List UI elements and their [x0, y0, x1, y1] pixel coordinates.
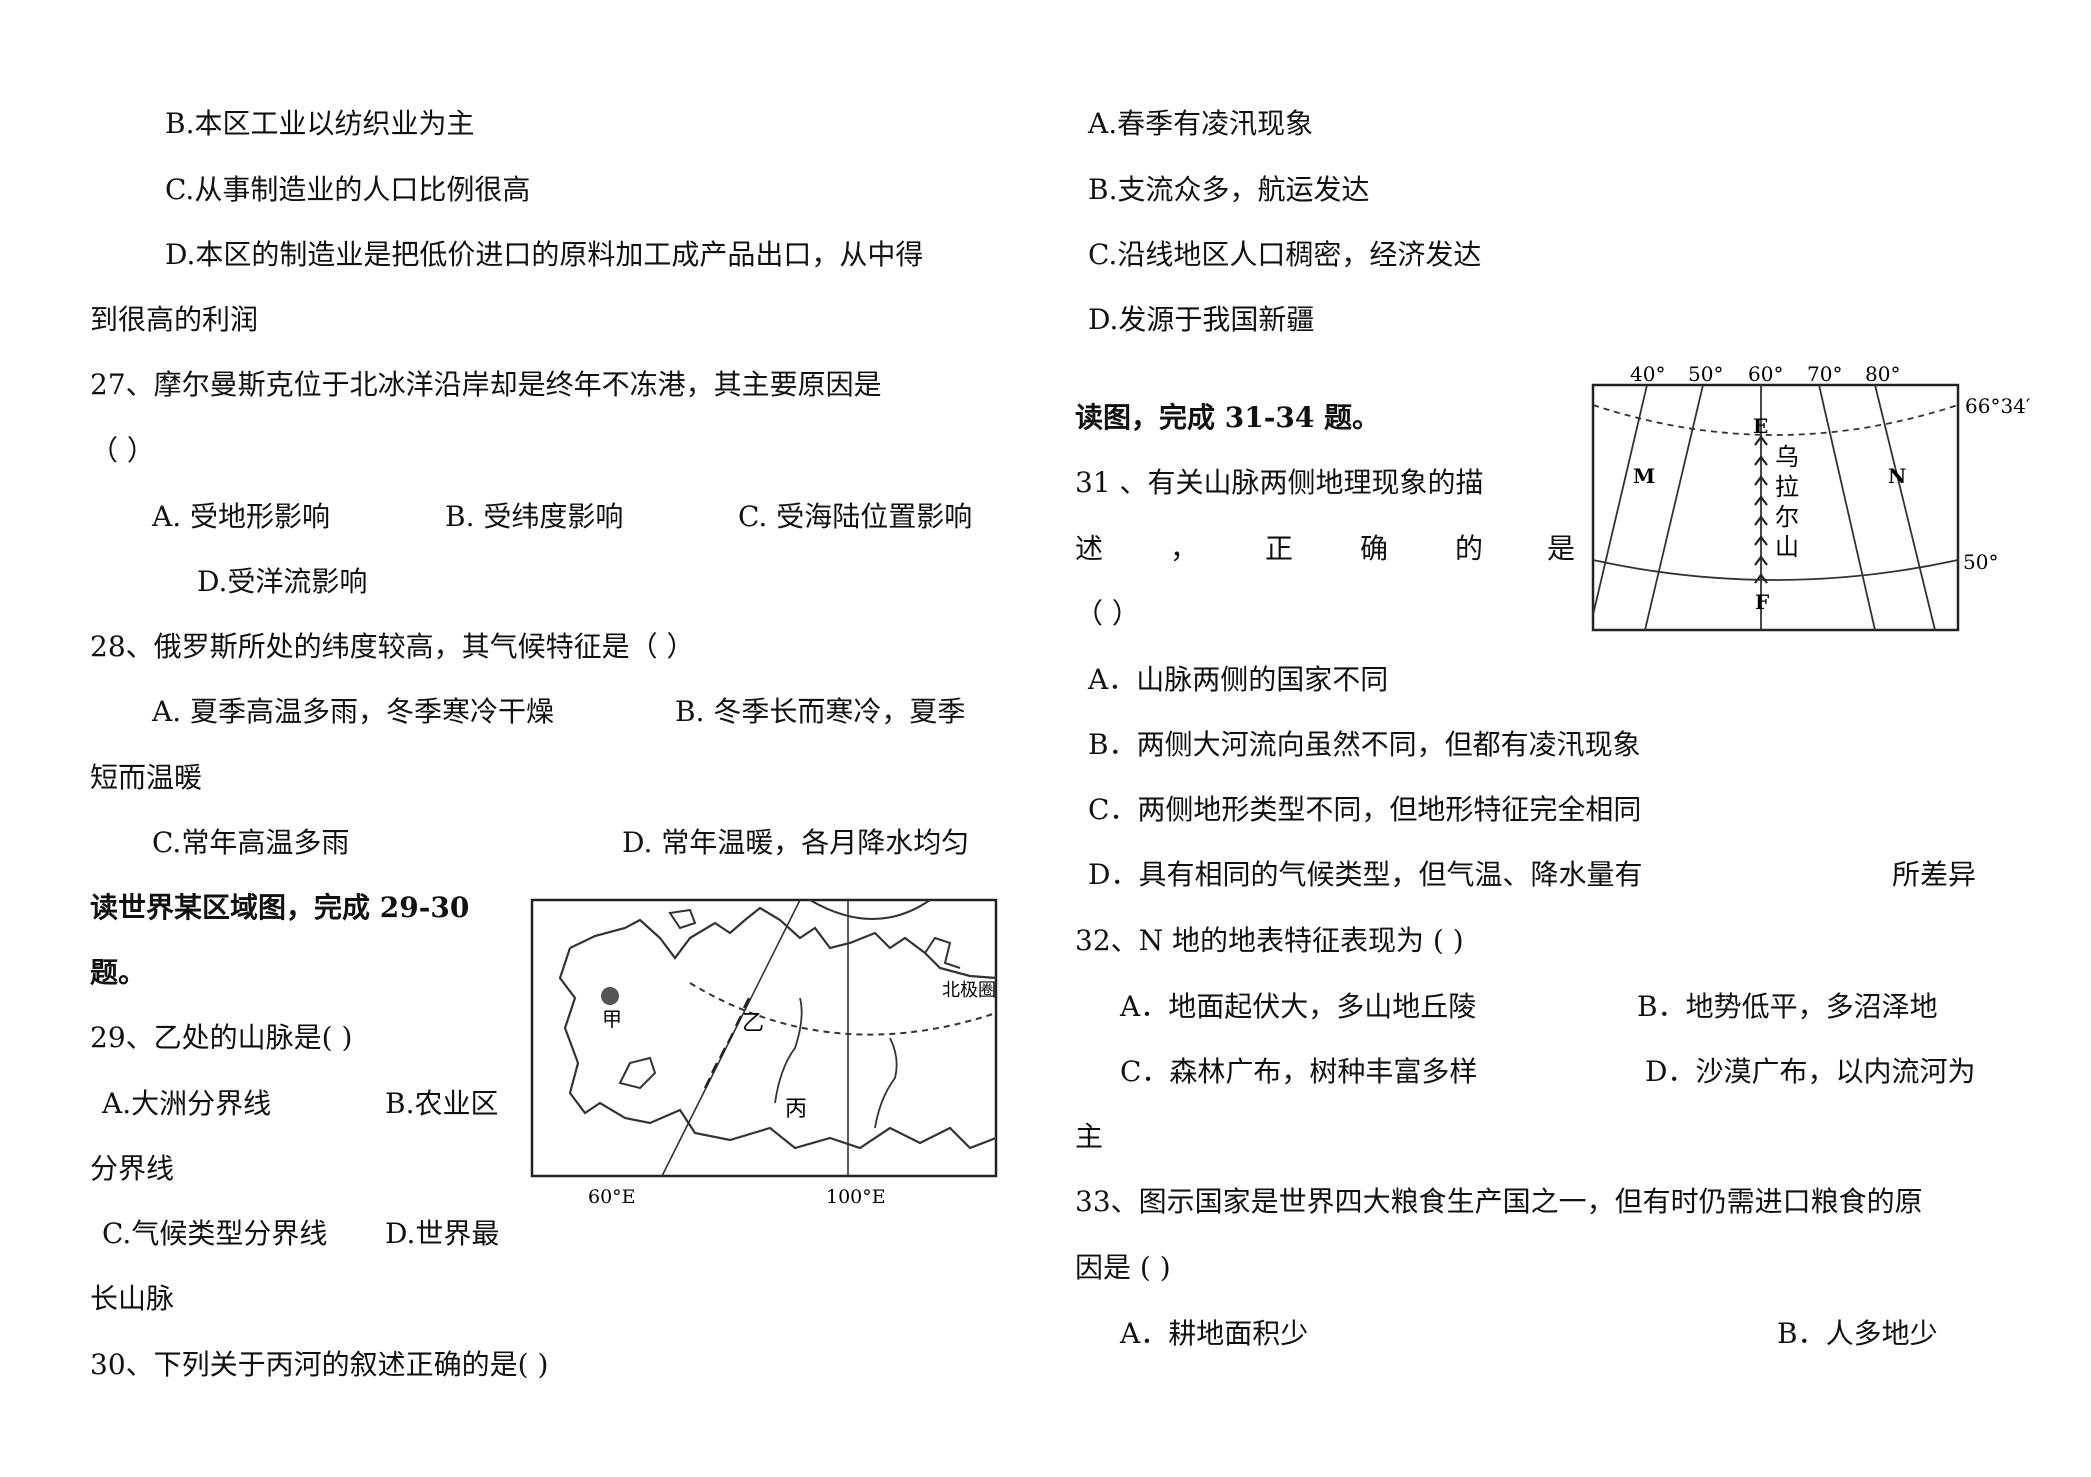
map2-parallel-50: [1592, 559, 1959, 581]
map1-west-coast: [558, 947, 997, 1150]
q33-option-a: A．耕地面积少: [1120, 1317, 1309, 1350]
q32-option-d-cont: 主: [1075, 1120, 1104, 1153]
map1-label-100e: 100°E: [826, 1186, 886, 1208]
map2-lon-70: 70°: [1807, 362, 1842, 386]
q31-option-d: D．具有相同的气候类型，但气温、降水量有: [1088, 858, 1643, 891]
region-map-russia: 甲 乙 丙 北极圈 60°E 100°E: [530, 898, 998, 1208]
map2-mtn-char-3: 尔: [1775, 503, 1799, 531]
q29-option-d-cont: 长山脉: [90, 1282, 175, 1315]
map2-ural-range: [1754, 435, 1768, 584]
map1-arctic-circle: [689, 982, 997, 1036]
q29-option-b-cont: 分界线: [90, 1152, 175, 1185]
q32-option-c: C．森林广布，树种丰富多样: [1120, 1055, 1478, 1088]
q28-option-b-cont: 短而温暖: [90, 761, 203, 794]
q33-option-b: B．人多地少: [1777, 1317, 1938, 1350]
q26-option-c: C.从事制造业的人口比例很高: [165, 173, 531, 206]
map2-lon-40: 40°: [1630, 362, 1665, 386]
q31-stem-c3: 正: [1265, 532, 1294, 565]
map2-label-m: M: [1633, 464, 1655, 488]
map1-marker-jia: [601, 987, 619, 1005]
q31-option-d-cont: 所差异: [1892, 858, 1977, 891]
map2-lon-60: 60°: [1748, 362, 1783, 386]
read-map-29-30-cont: 题。: [90, 956, 147, 989]
map2-meridian-80: [1874, 384, 1936, 631]
q32-option-b: B．地势低平，多沼泽地: [1637, 990, 1938, 1023]
q33-stem: 33、图示国家是世界四大粮食生产国之一，但有时仍需进口粮食的原: [1075, 1185, 1923, 1218]
q27-paren: （ ）: [90, 434, 155, 467]
q31-paren: （ ）: [1075, 597, 1140, 630]
q27-stem: 27、摩尔曼斯克位于北冰洋沿岸却是终年不冻港，其主要原因是: [90, 368, 882, 401]
map2-arctic-circle: [1592, 404, 1959, 436]
map1-label-bing: 丙: [785, 1097, 807, 1122]
q28-option-d: D. 常年温暖，各月降水均匀: [622, 826, 970, 859]
q31-stem-c6: 是: [1547, 532, 1576, 565]
q31-stem-c4: 确: [1360, 532, 1389, 565]
map2-meridian-70: [1818, 384, 1876, 631]
q29-option-d: D.世界最: [385, 1217, 500, 1250]
map2-lon-50: 50°: [1688, 362, 1723, 386]
q26-option-b: B.本区工业以纺织业为主: [165, 107, 475, 140]
q26-option-d-cont: 到很高的利润: [90, 303, 259, 336]
read-map-29-30: 读世界某区域图，完成 29-30: [90, 891, 470, 924]
q29-option-c: C.气候类型分界线: [102, 1217, 328, 1250]
q30-option-d: D.发源于我国新疆: [1088, 303, 1315, 336]
q29-option-a: A.大洲分界线: [102, 1087, 272, 1120]
q27-option-c: C. 受海陆位置影响: [738, 500, 973, 533]
map2-label-n: N: [1888, 464, 1906, 488]
q28-stem: 28、俄罗斯所处的纬度较高，其气候特征是（ ）: [90, 630, 695, 663]
map1-label-arctic: 北极圈: [942, 980, 996, 1001]
map2-meridian-40: [1592, 384, 1648, 616]
q26-option-d: D.本区的制造业是把低价进口的原料加工成产品出口，从中得: [165, 238, 924, 271]
map1-east-peninsula: [924, 936, 961, 969]
q33-stem-cont: 因是 ( ): [1075, 1251, 1171, 1284]
q27-option-d: D.受洋流影响: [197, 565, 368, 598]
map2-mtn-char-2: 拉: [1775, 473, 1799, 501]
map1-coastline: [569, 906, 997, 980]
q31-option-c: C．两侧地形类型不同，但地形特征完全相同: [1088, 793, 1642, 826]
q31-stem-c2: ，: [1170, 532, 1199, 565]
map2-mtn-char-1: 乌: [1775, 443, 1799, 471]
map1-frame: [530, 898, 998, 1178]
q31-option-a: A．山脉两侧的国家不同: [1088, 663, 1389, 696]
q31-stem: 31 、有关山脉两侧地理现象的描: [1075, 466, 1484, 499]
map1-island: [668, 908, 697, 930]
q28-option-a: A. 夏季高温多雨，冬季寒冷干燥: [152, 695, 555, 728]
map1-pole-arc: [809, 899, 931, 920]
map1-river-east: [874, 1037, 898, 1129]
q30-option-c: C.沿线地区人口稠密，经济发达: [1088, 238, 1482, 271]
q32-stem: 32、N 地的地表特征表现为 ( ): [1075, 924, 1464, 957]
map1-label-60e: 60°E: [588, 1186, 636, 1208]
map1-ural-mountains: [703, 997, 751, 1089]
q28-option-b: B. 冬季长而寒冷，夏季: [675, 695, 966, 728]
q30-option-a: A.春季有凌汛现象: [1088, 107, 1314, 140]
map2-meridian-50: [1644, 384, 1704, 631]
read-map-31-34: 读图，完成 31-34 题。: [1075, 401, 1381, 434]
q28-option-c: C.常年高温多雨: [152, 826, 350, 859]
map2-lat-50: 50°: [1963, 550, 1998, 574]
q31-option-b: B．两侧大河流向虽然不同，但都有凌汛现象: [1088, 728, 1641, 761]
map1-label-yi: 乙: [742, 1011, 764, 1036]
map2-mtn-char-4: 山: [1775, 533, 1799, 561]
q27-option-b: B. 受纬度影响: [445, 500, 624, 533]
q31-stem-c1: 述: [1075, 532, 1104, 565]
q31-stem-c5: 的: [1455, 532, 1484, 565]
map1-river-bing: [774, 997, 803, 1104]
map2-label-e: E: [1753, 414, 1768, 438]
q29-stem: 29、乙处的山脉是( ): [90, 1021, 353, 1054]
q32-option-d: D．沙漠广布，以内流河为: [1645, 1055, 1976, 1088]
q30-option-b: B.支流众多，航运发达: [1088, 173, 1370, 206]
q32-option-a: A．地面起伏大，多山地丘陵: [1120, 990, 1477, 1023]
map1-inner-sea: [618, 1056, 657, 1090]
map2-label-f: F: [1755, 590, 1769, 614]
q27-option-a: A. 受地形影响: [152, 500, 331, 533]
map2-lon-80: 80°: [1865, 362, 1900, 386]
q30-stem: 30、下列关于丙河的叙述正确的是( ): [90, 1348, 549, 1381]
q29-option-b: B.农业区: [385, 1087, 499, 1120]
map1-label-jia: 甲: [602, 1007, 622, 1031]
map2-lat-6634: 66°34′: [1965, 394, 2031, 418]
ural-grid-map: 40° 50° 60° 70° 80° 66°34′ 50° M N E F 乌…: [1591, 362, 2031, 632]
